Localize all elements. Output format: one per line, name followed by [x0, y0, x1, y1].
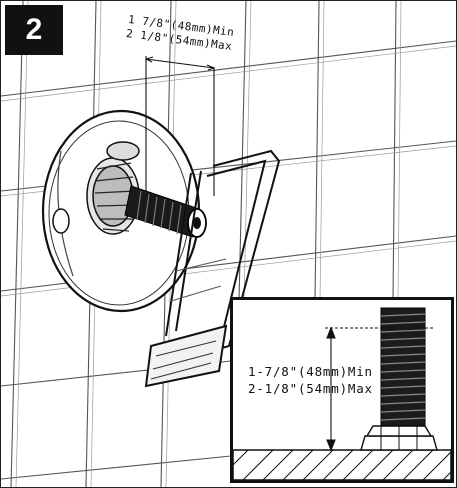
threaded-stem [380, 307, 426, 427]
hex-nut [360, 425, 438, 451]
inset-dimension-max-label: 2-1/8"(54mm)Max [248, 381, 373, 396]
wall-surface-hatch [233, 449, 451, 480]
inset-dimension-lines [325, 326, 433, 452]
gauge-tool [144, 149, 281, 388]
step-number-badge: 2 [5, 5, 63, 55]
inset-dimension-min-label: 1-7/8"(48mm)Min [248, 364, 373, 379]
stem-detail-illustration [233, 307, 451, 480]
detail-inset: 1-7/8"(48mm)Min 2-1/8"(54mm)Max [230, 297, 454, 483]
